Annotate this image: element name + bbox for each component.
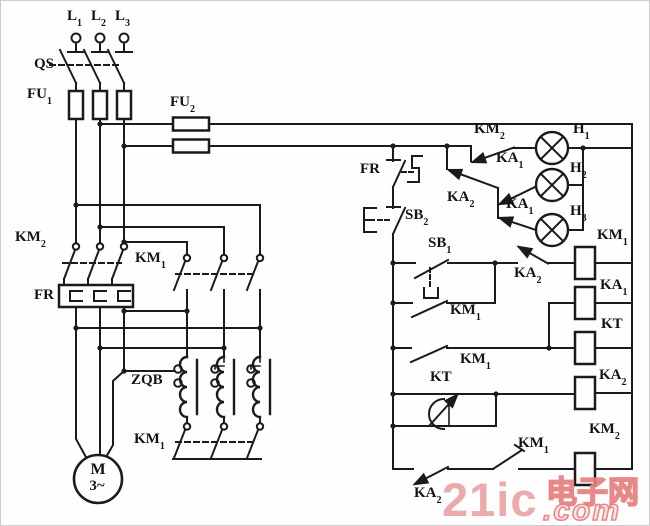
fu1-fuses [67, 88, 133, 122]
fr-thermal-relay [57, 283, 135, 309]
motor-lead-wires [75, 306, 261, 461]
label-km1-star: KM1 [134, 431, 165, 452]
row-start-km1 [392, 245, 576, 299]
zqb-autotransformer [173, 327, 272, 424]
label-ka2-lamp-contact: KA2 [447, 189, 475, 210]
sb1-button-cap [423, 287, 439, 299]
km2-main-contacts [62, 242, 129, 286]
label-kt-contact: KT [430, 369, 452, 385]
fr-trip-symbol [407, 155, 423, 183]
watermark-tld: .com [542, 493, 622, 526]
km1-star-contacts [172, 422, 265, 460]
label-zqb: ZQB [131, 372, 163, 388]
label-ka2-run-contact: KA2 [414, 485, 442, 506]
kt-delay-arc [428, 397, 446, 431]
label-h1: H1 [573, 121, 590, 142]
label-km2-contact: KM2 [474, 121, 505, 142]
label-fu2: FU2 [170, 94, 195, 115]
label-ka2-coil: KA2 [599, 367, 627, 388]
motor-symbol [72, 453, 124, 505]
label-ka1-coil: KA1 [600, 277, 628, 298]
control-bus-fr-sb2 [363, 145, 423, 470]
label-km1-aux: KM1 [460, 351, 491, 372]
km1-main-contacts [172, 253, 265, 358]
label-km1-main: KM1 [135, 250, 166, 271]
label-fr-contact: FR [360, 161, 380, 177]
label-sb2: SB2 [405, 207, 429, 228]
km1-contactor-feeders [75, 204, 261, 256]
watermark-brand: 21ic [442, 473, 538, 526]
relay-coils [573, 245, 597, 487]
phase-drop-wires [75, 118, 125, 245]
label-km2-main: KM2 [15, 229, 46, 250]
label-qs: QS [34, 56, 55, 72]
ka2-coil-box [573, 375, 597, 411]
row-km1-aux [392, 302, 576, 364]
label-l1: L1 [67, 8, 83, 29]
row-km2-run [392, 443, 576, 486]
kt-coil-box [573, 330, 597, 366]
label-km1-nc-interlock: KM1 [518, 435, 549, 456]
fu2-fuses-and-control-rails [99, 116, 633, 470]
label-ka1-h3-contact: KA1 [506, 196, 534, 217]
label-motor-m: M [90, 461, 106, 478]
row-kt-delay [392, 392, 576, 431]
label-fu1: FU1 [27, 86, 52, 107]
label-kt-coil: KT [601, 316, 623, 332]
watermark-chinese: 电子网 [545, 474, 640, 511]
label-fr-main: FR [34, 287, 54, 303]
row-sealin-km1 [392, 262, 496, 319]
label-ka1-h2-contact: KA1 [496, 150, 524, 171]
label-motor-3ph: 3~ [89, 478, 105, 494]
label-h2: H2 [570, 160, 587, 181]
km1-coil-box [573, 245, 597, 281]
indicator-lamp-branches [446, 130, 633, 248]
label-km2-coil: KM2 [589, 421, 620, 442]
ka1-coil-box [573, 285, 597, 321]
junction-dots [73, 121, 586, 429]
label-km1-coil: KM1 [597, 227, 628, 248]
label-sb1: SB1 [428, 235, 452, 256]
label-km1-sealin: KM1 [450, 302, 481, 323]
label-h3: H3 [570, 203, 587, 224]
label-l2: L2 [91, 8, 107, 29]
label-l3: L3 [115, 8, 131, 29]
label-ka2-nc-contact: KA2 [514, 265, 542, 286]
sb2-button-symbol [363, 207, 377, 233]
control-circuit [363, 130, 633, 487]
supply-terminals-and-qs-switch [49, 32, 133, 90]
coil-to-rail-stubs [594, 262, 633, 470]
